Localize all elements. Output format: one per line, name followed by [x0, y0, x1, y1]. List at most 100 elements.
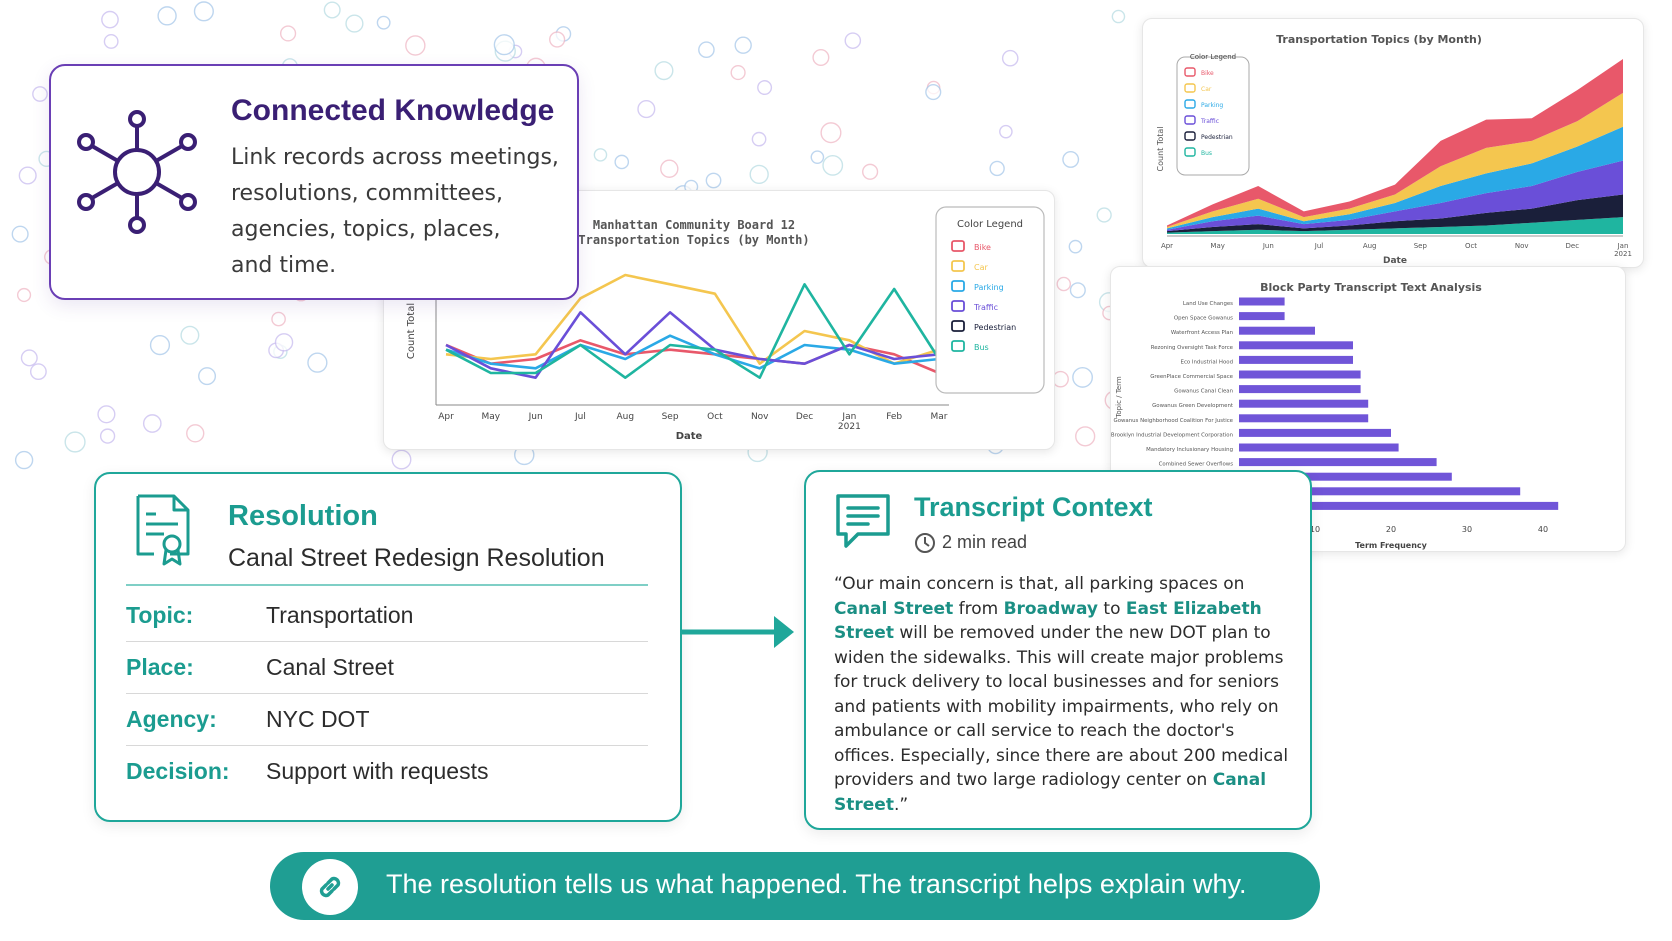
x-tick-label: Sep	[1414, 242, 1428, 250]
highlighted-entity[interactable]: Canal Street	[834, 598, 954, 619]
y-axis-label: Topic / Term	[1115, 376, 1123, 419]
chart-legend: Color LegendBikeCarParkingTrafficPedestr…	[935, 206, 1045, 394]
map-pin-icon	[812, 48, 830, 67]
legend-car-icon	[951, 260, 965, 272]
chart-title: Manhattan Community Board 12	[593, 218, 795, 232]
x-tick-label: May	[482, 412, 501, 422]
series-line-bus	[445, 283, 941, 379]
map-pin-icon	[654, 61, 674, 81]
bar	[1239, 370, 1361, 379]
map-pin-icon	[820, 122, 842, 144]
bar	[1239, 399, 1369, 408]
map-pin-icon	[1075, 426, 1096, 447]
description-line: Link records across meetings,	[231, 145, 559, 170]
area-traffic	[1167, 160, 1623, 232]
x-tick-sublabel: 2021	[838, 422, 861, 432]
legend-bike-icon	[951, 240, 965, 252]
summary-banner: The resolution tells us what happened. T…	[270, 852, 1320, 920]
x-tick-label: Nov	[751, 412, 769, 422]
highlighted-entity[interactable]: East Elizabeth Street	[834, 598, 1262, 644]
network-hub-icon	[77, 110, 197, 234]
bar	[1239, 297, 1285, 306]
x-tick-label: 10	[1310, 525, 1320, 534]
map-pin-icon	[614, 154, 630, 170]
read-time: 2 min read	[942, 532, 1028, 552]
resolution-row-place: Place: Canal Street	[126, 642, 648, 694]
map-pin-icon	[989, 160, 1005, 177]
legend-label: Bus	[974, 343, 989, 352]
x-tick-label: Apr	[438, 412, 454, 422]
row-key: Agency:	[126, 706, 217, 732]
area-parking	[1167, 126, 1623, 230]
highlighted-entity[interactable]: Broadway	[1003, 598, 1098, 619]
quote-text: to	[1098, 598, 1126, 619]
area-bus	[1167, 217, 1623, 234]
legend-bike-icon	[1184, 67, 1196, 77]
row-value: Canal Street	[266, 654, 394, 680]
x-tick-label: Jan	[841, 412, 856, 422]
y-tick-label: GreenPlace Commercial Space	[1150, 374, 1233, 380]
resolution-card[interactable]: Resolution Canal Street Redesign Resolut…	[94, 472, 682, 822]
legend-label: Parking	[1201, 102, 1223, 109]
row-key: Topic:	[126, 602, 194, 628]
map-pin-icon	[493, 34, 515, 56]
y-tick-label: Combined Sewer Overflows	[1159, 462, 1234, 468]
resolution-row-topic: Topic: Transportation	[126, 590, 648, 642]
map-pin-icon	[925, 83, 942, 101]
map-pin-icon	[32, 86, 48, 102]
legend-label: Traffic	[973, 303, 998, 312]
series-line-parking	[445, 334, 940, 370]
legend-label: Pedestrian	[1201, 134, 1233, 141]
map-pin-icon	[999, 124, 1013, 139]
y-tick-label: Eco Industrial Hood	[1181, 359, 1233, 365]
x-tick-label: Oct	[707, 412, 723, 422]
legend-title: Color Legend	[1190, 53, 1236, 61]
resolution-type-label: Resolution	[228, 500, 378, 532]
legend-parking-icon	[1184, 99, 1196, 109]
chat-bubble-icon	[836, 494, 890, 548]
map-pin-icon	[180, 325, 200, 345]
map-pin-icon	[14, 450, 34, 470]
x-tick-label: Apr	[1161, 242, 1173, 250]
map-pin-icon	[142, 414, 162, 433]
x-tick-label: 20	[1386, 525, 1396, 534]
clock-icon	[915, 533, 935, 553]
y-tick-label: Waterfront Access Plan	[1171, 330, 1233, 336]
map-pin-icon	[1096, 207, 1112, 223]
y-tick-label: Mandatory Inclusionary Housing	[1146, 447, 1233, 453]
description-line: agencies, topics, places,	[231, 217, 501, 242]
legend-label: Bus	[1201, 150, 1212, 157]
row-value: NYC DOT	[266, 706, 370, 732]
map-pin-icon	[391, 449, 412, 470]
x-tick-label: Feb	[886, 412, 902, 422]
map-pin-icon	[11, 225, 29, 243]
map-pin-icon	[405, 35, 426, 56]
bar	[1239, 443, 1399, 452]
transcript-title: Transcript Context	[914, 492, 1153, 522]
x-tick-label: Aug	[616, 412, 634, 422]
map-pin-icon	[64, 431, 86, 453]
resolution-row-agency: Agency: NYC DOT	[126, 694, 648, 746]
transcript-context-card[interactable]: Transcript Context 2 min read “Our main …	[804, 470, 1312, 830]
legend-traffic-icon	[1184, 115, 1196, 125]
map-pin-icon	[307, 352, 328, 373]
bar	[1239, 355, 1353, 364]
map-pin-icon	[16, 287, 32, 303]
y-tick-label: Gowanus Green Development	[1152, 403, 1233, 409]
quote-text: from	[953, 598, 1004, 619]
series-line-traffic	[445, 311, 940, 379]
legend-label: Car	[1201, 86, 1212, 93]
bar	[1239, 501, 1559, 510]
bar	[1239, 472, 1452, 481]
bar	[1239, 428, 1391, 437]
x-tick-label: Dec	[1566, 242, 1580, 250]
legend-car-icon	[1184, 83, 1196, 93]
description-line: and time.	[231, 253, 337, 278]
highlighted-entity[interactable]: Canal Street	[834, 770, 1267, 815]
y-axis-label: Count Total	[406, 303, 417, 359]
map-pin-icon	[18, 166, 37, 185]
x-axis-label: Date	[1383, 256, 1407, 266]
row-key: Place:	[126, 654, 194, 680]
map-pin-icon	[637, 100, 656, 119]
